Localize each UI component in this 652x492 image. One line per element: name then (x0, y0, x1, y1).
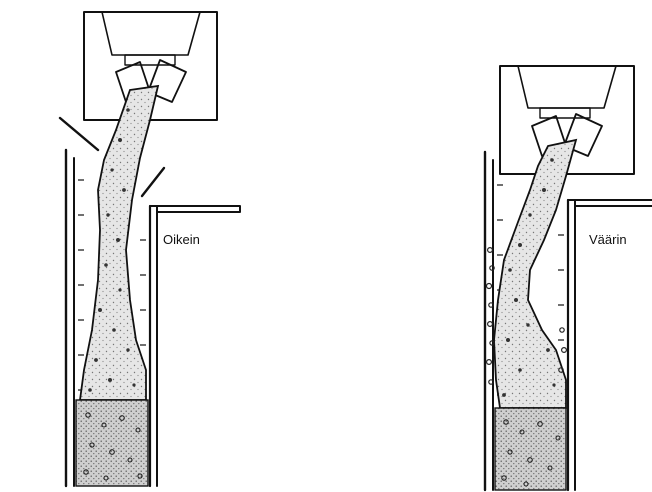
correct-panel: Oikein (60, 12, 240, 486)
concrete-stream-right (494, 140, 576, 408)
label-wrong: Väärin (589, 232, 627, 247)
wrong-panel: Väärin (485, 66, 652, 490)
concrete-stream-left (80, 86, 158, 400)
label-correct: Oikein (163, 232, 200, 247)
